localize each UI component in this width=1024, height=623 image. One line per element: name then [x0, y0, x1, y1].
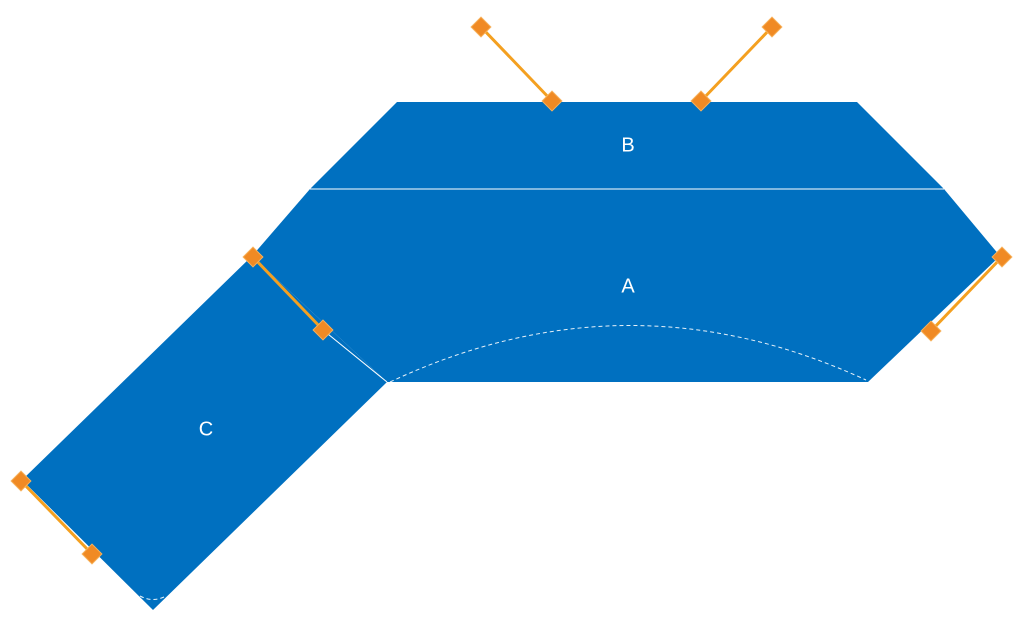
handle-knob-icon[interactable]: [81, 543, 103, 565]
handle-knob-icon[interactable]: [312, 319, 334, 341]
region-c[interactable]: [22, 256, 387, 610]
resize-handle-a-c[interactable]: [242, 246, 334, 341]
handle-knob-icon[interactable]: [920, 320, 942, 342]
resize-handle-top-left[interactable]: [470, 16, 563, 112]
label-a: A: [621, 275, 635, 297]
handle-knob-icon[interactable]: [991, 246, 1013, 268]
resize-handle-top-right[interactable]: [690, 16, 783, 112]
resize-handle-c-end[interactable]: [10, 470, 103, 565]
label-c: C: [199, 418, 213, 440]
handle-knob-icon[interactable]: [541, 90, 563, 112]
resize-handle-right[interactable]: [920, 246, 1013, 342]
label-b: B: [621, 134, 634, 156]
region-b[interactable]: [310, 102, 944, 189]
handle-knob-icon[interactable]: [761, 16, 783, 38]
dashed-arc-c: [139, 595, 167, 600]
dashed-arc-a: [389, 325, 867, 383]
handle-knob-icon[interactable]: [690, 90, 712, 112]
handle-knob-icon[interactable]: [470, 16, 492, 38]
handle-knob-icon[interactable]: [10, 470, 32, 492]
handle-knob-icon[interactable]: [242, 246, 264, 268]
seam-a-c: [322, 329, 388, 383]
region-a[interactable]: [252, 189, 1000, 382]
